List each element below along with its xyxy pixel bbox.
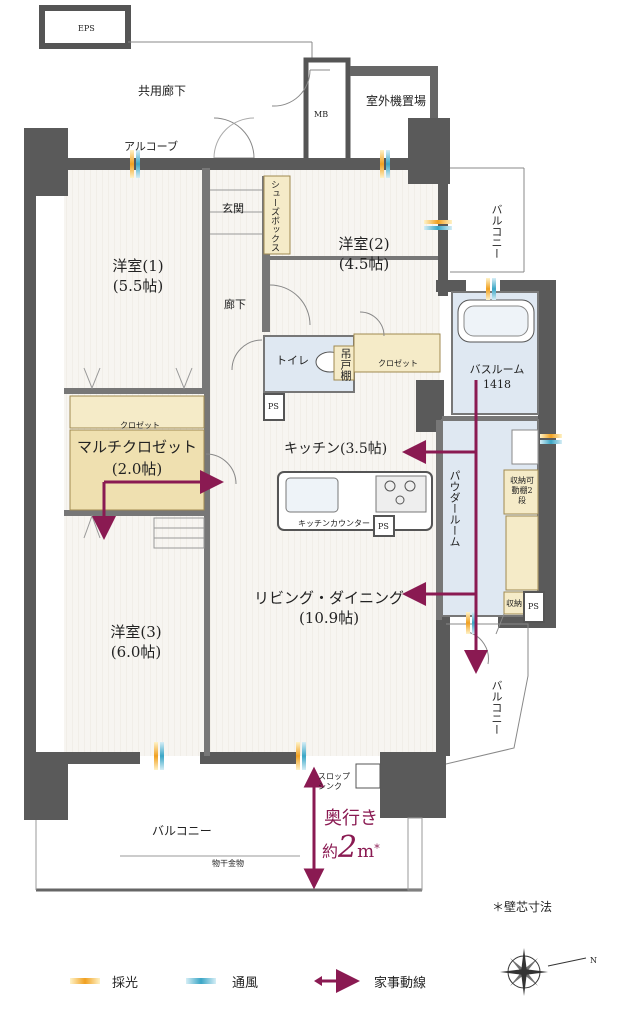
closet-2-label: クロゼット [378,359,418,368]
compass-n-label: N [590,956,597,965]
light-wind-markers [130,150,562,770]
closet-1-label: クロゼット [120,421,160,430]
ps3-label: PS [528,602,539,611]
storage-adjustable-label: 収納可動棚2段 [510,476,534,505]
ps1-label: PS [268,402,279,411]
legend-wind-label: 通風 [232,976,259,991]
hallway-label: 廊下 [224,298,246,311]
entrance-label: 玄関 [222,202,244,215]
eps-label: EPS [78,24,95,33]
compass-icon [500,948,587,996]
bathroom-size: 1418 [483,378,511,391]
alcove-label: アルコーブ [124,140,179,153]
legend-wind-swatch [186,978,216,984]
outdoor-unit-label: 室外機置場 [366,94,427,108]
common-corridor-label: 共用廊下 [138,84,187,98]
toilet-label: トイレ [276,354,309,367]
eps-box [39,5,131,49]
legend-sun-swatch [70,978,100,984]
depth-star: * [374,842,380,855]
multi-closet-name: マルチクロゼット [76,438,197,456]
room2-label: 洋室(2) (4.5帖) [324,234,404,274]
legend-sun-label: 採光 [112,976,139,991]
kitchen-counter [277,471,433,537]
room3-label: 洋室(3) (6.0帖) [96,622,176,662]
depth-title: 奥行き [324,808,378,829]
shoe-box [263,175,291,255]
room1-name: 洋室(1) [112,257,164,275]
room1-label: 洋室(1) (5.5帖) [98,256,178,296]
bathroom-name: バスルーム [469,363,525,376]
shoe-box-label: シューズボックス [269,180,279,252]
room1-size: (5.5帖) [112,277,164,295]
living-name: リビング・ダイニング [254,589,405,607]
balcony-bottom-label: バルコニー [152,824,212,838]
living-label: リビング・ダイニング (10.9帖) [254,588,404,628]
living-size: (10.9帖) [298,609,360,627]
room2-size: (4.5帖) [338,255,390,273]
mb-area [271,57,351,171]
storage-small-label: 収納 [506,599,522,608]
kitchen-label: キッチン(3.5帖) [284,441,388,457]
slop-sink-label: スロップシンク [318,772,350,791]
depth-unit: m [357,841,375,862]
room2-name: 洋室(2) [338,235,390,253]
legend-arrow-label: 家事動線 [374,976,427,991]
drying-hardware-label: 物干金物 [212,859,244,868]
multi-closet-size: (2.0帖) [111,460,163,478]
closet-1 [69,395,205,429]
depth-prefix: 約 [322,842,339,861]
balcony-right-bottom-label: バルコニー [490,680,503,735]
wall-center-note: ＊壁芯寸法 [492,900,553,914]
ps2-label: PS [378,522,389,531]
storage-shelf-label: 吊戸棚 [339,348,352,381]
depth-value-block: 約2m* [322,830,380,865]
housework-arrows [92,380,488,674]
multi-closet [69,429,205,511]
balcony-right-top-label: バルコニー [490,204,503,259]
depth-value: 2 [338,830,358,865]
mb-label: MB [314,110,329,119]
multi-closet-label: マルチクロゼット (2.0帖) [72,436,202,480]
kitchen-counter-label: キッチンカウンター [298,519,370,528]
powder-room-label: パウダールーム [448,470,461,547]
bathroom-label: バスルーム 1418 [462,362,532,392]
depth-arrow [303,766,325,890]
closet-2 [353,333,441,373]
legend [70,969,360,993]
room3-name: 洋室(3) [110,623,162,641]
room3-size: (6.0帖) [110,643,162,661]
